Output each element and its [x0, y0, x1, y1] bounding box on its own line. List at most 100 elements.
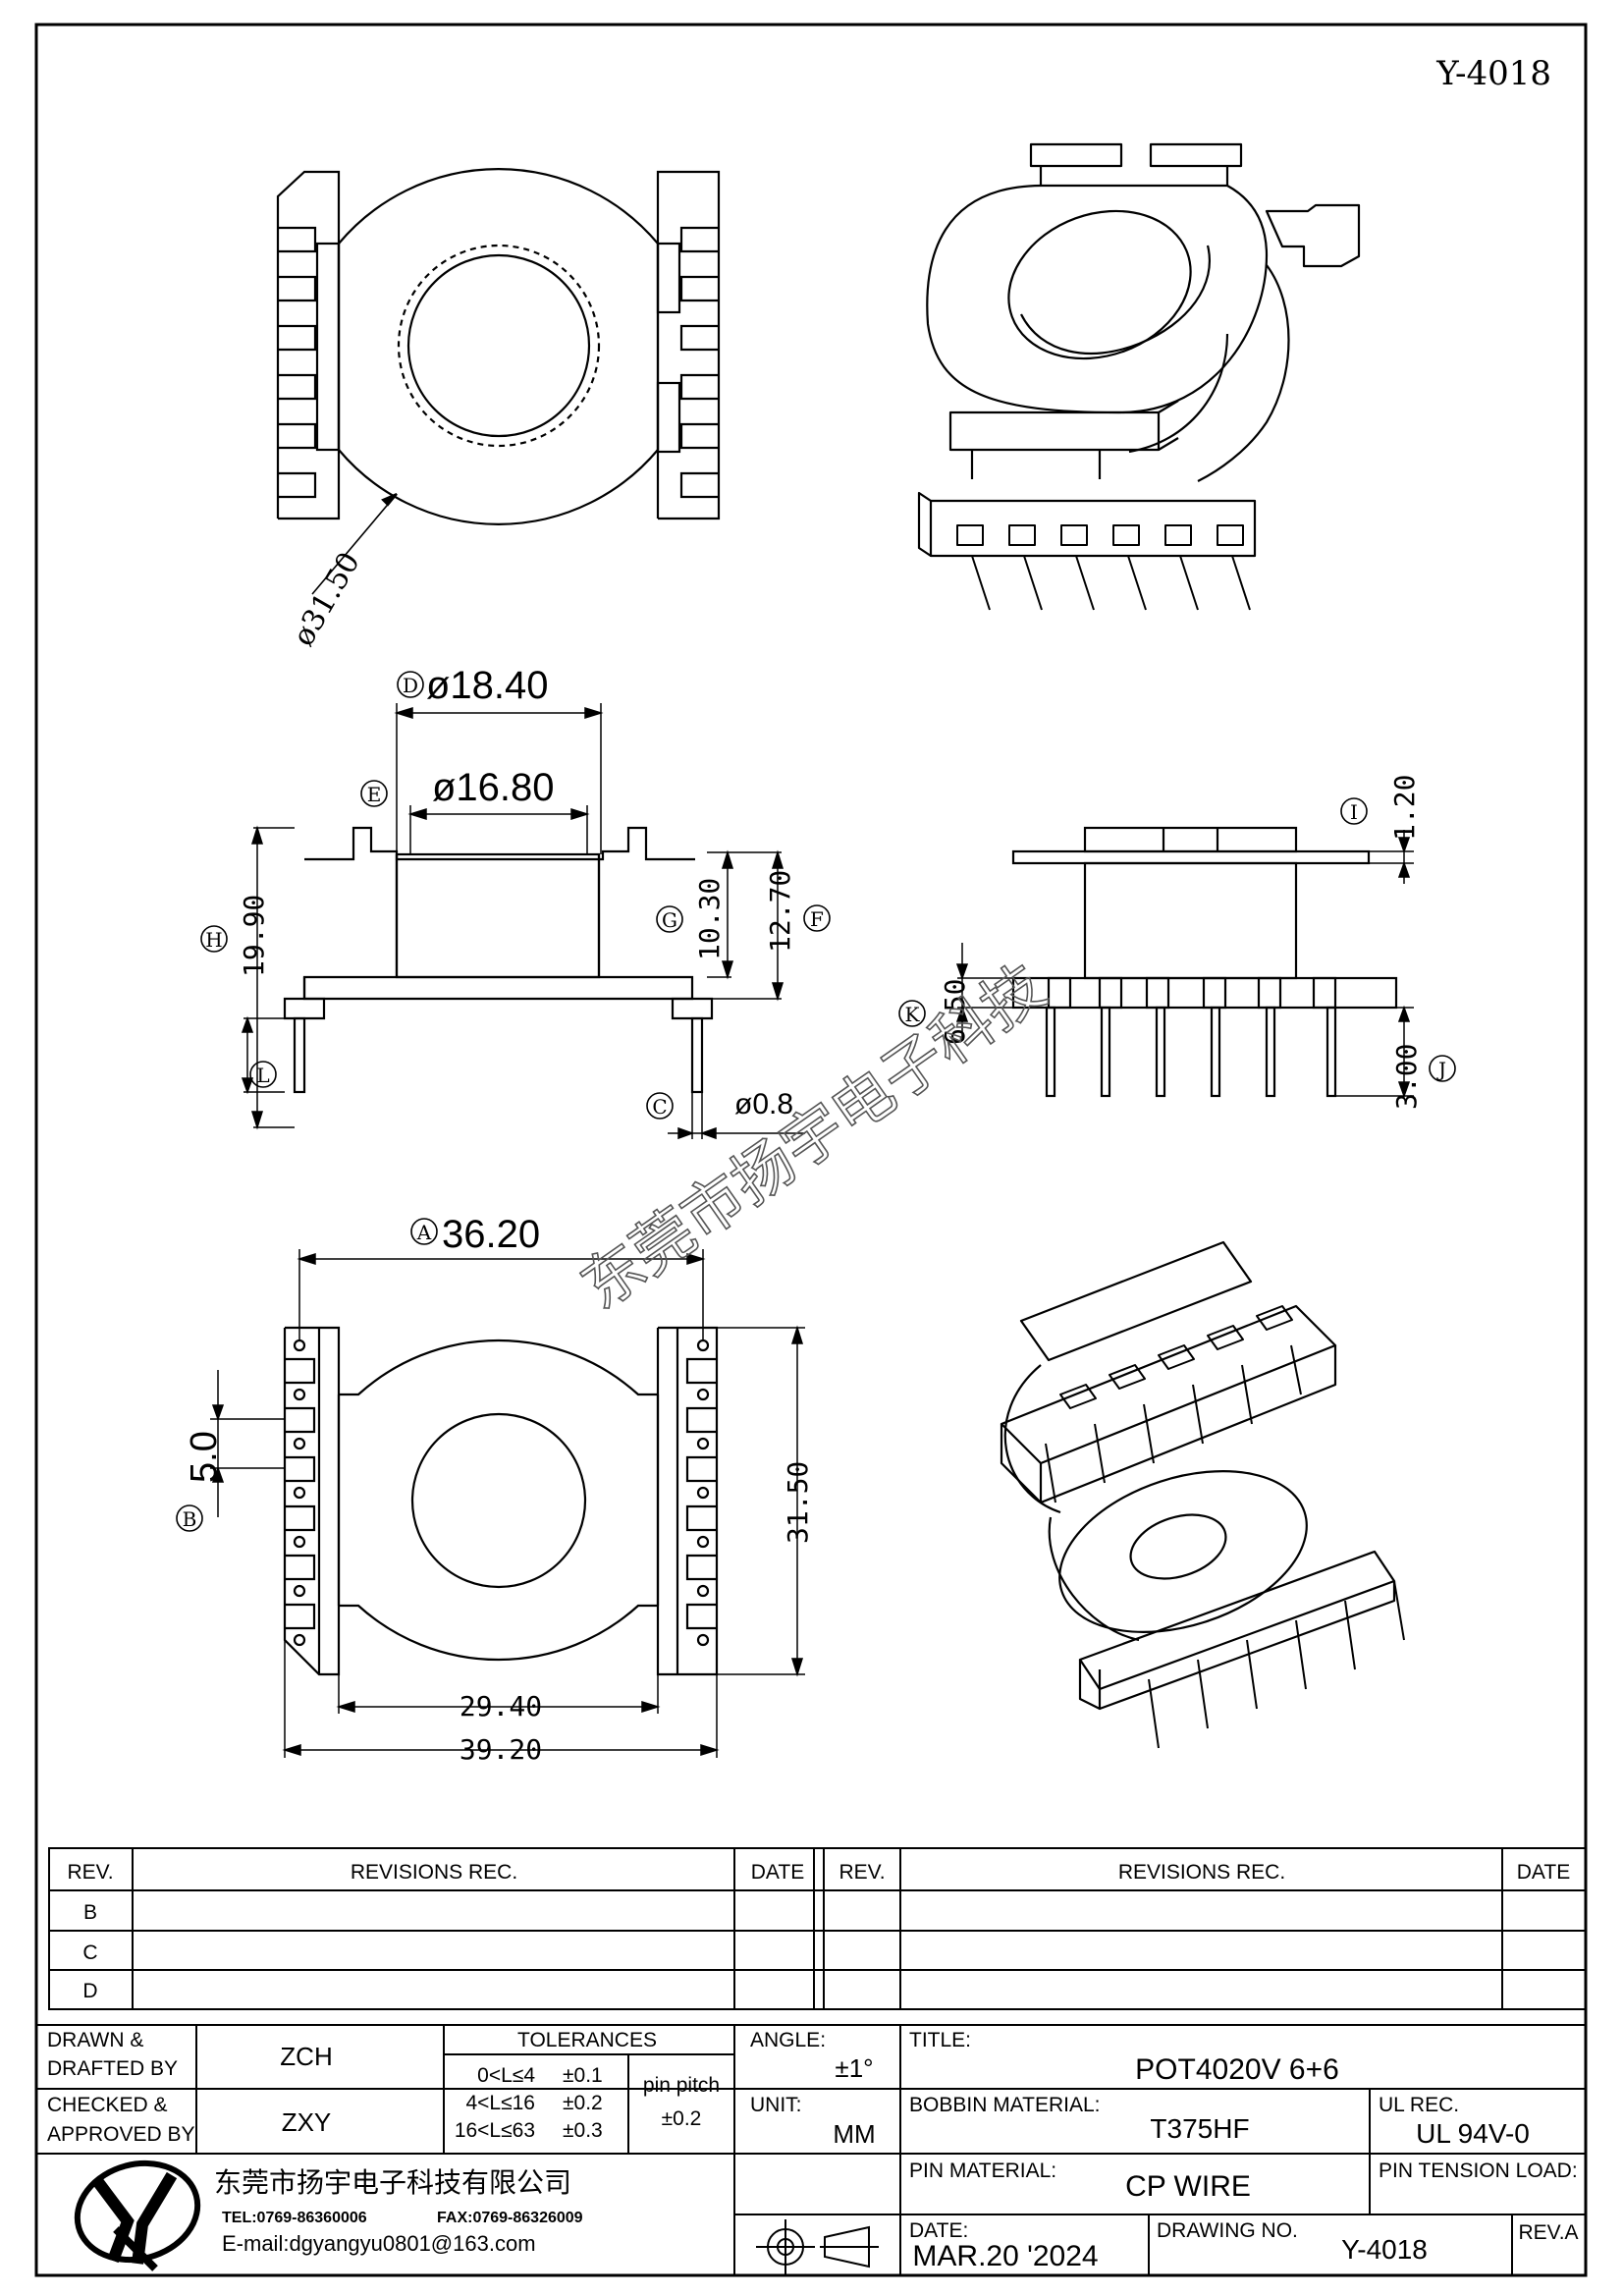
title-block-text: DRAWN & DRAFTED BY ZCH CHECKED & APPROVE…: [47, 2029, 1579, 2272]
dim-k-value: 6.50: [939, 979, 971, 1045]
revisions-table: [48, 1847, 1587, 2010]
drawing-code-top: Y-4018: [1435, 54, 1551, 93]
title-block-grid: [35, 2024, 1587, 2276]
bottom-right-pin-holes: [696, 1339, 710, 1647]
side-view-pins: [1045, 1006, 1337, 1098]
side-view-dimensions: [955, 830, 1414, 1099]
company-name: 东莞市扬宇电子科技有限公司: [214, 2167, 571, 2198]
label-circle-f: [803, 904, 831, 932]
tolerance-1-value: ±0.1: [563, 2064, 603, 2087]
pin-pitch-label: pin pitch: [643, 2074, 720, 2097]
rec-header-left: REVISIONS REC.: [351, 1861, 517, 1884]
drawing-no-label: DRAWING NO.: [1157, 2219, 1298, 2242]
label-j: J: [1436, 1058, 1446, 1081]
rev-header-right: REV.: [839, 1861, 885, 1884]
date-header-right: DATE: [1517, 1861, 1570, 1884]
projection-symbol-icon: [756, 2219, 879, 2274]
tolerance-2-value: ±0.2: [563, 2092, 603, 2114]
company-tel: TEL:0769-86360006: [222, 2210, 367, 2226]
front-view-dimensions: [241, 703, 805, 1140]
label-circle-e: [360, 780, 388, 807]
date-header-left: DATE: [751, 1861, 804, 1884]
company-fax: FAX:0769-86326009: [437, 2210, 583, 2226]
bottom-left-pin-slots: [285, 1357, 316, 1630]
top-view-drawing: [276, 168, 721, 595]
unit-label: UNIT:: [750, 2094, 802, 2116]
label-a: A: [416, 1221, 432, 1244]
bottom-right-pin-slots: [685, 1357, 717, 1630]
tolerances-label: TOLERANCES: [517, 2029, 657, 2051]
dim-side-height-value: 31.50: [782, 1461, 814, 1544]
label-i: I: [1350, 800, 1358, 824]
label-e: E: [367, 783, 382, 806]
dim-inner-width-value: 29.40: [460, 1690, 542, 1722]
bobbin-material-label: BOBBIN MATERIAL:: [909, 2094, 1101, 2116]
company-logo: [74, 2159, 201, 2271]
label-l: L: [256, 1064, 269, 1087]
ul-rec-label: UL REC.: [1379, 2094, 1459, 2116]
dim-c-value: ø0.8: [734, 1088, 793, 1121]
angle-value: ±1°: [835, 2053, 873, 2083]
rev-a-label: REV.A: [1518, 2221, 1578, 2244]
title-value: POT4020V 6+6: [1135, 2053, 1339, 2086]
tolerance-3-value: ±0.3: [563, 2119, 603, 2142]
side-view-drawing: [1011, 826, 1398, 1098]
dim-g-value: 10.30: [693, 878, 726, 960]
drawing-no-value: Y-4018: [1341, 2234, 1428, 2265]
label-d: D: [403, 674, 418, 697]
label-circle-j: [1429, 1055, 1456, 1082]
bobbin-material-value: T375HF: [1150, 2113, 1249, 2144]
bottom-view-drawing: [283, 1326, 719, 1676]
drawn-label-line2: DRAFTED BY: [47, 2057, 178, 2080]
unit-value: MM: [833, 2119, 875, 2149]
label-circle-k: [898, 1000, 926, 1027]
label-circle-c: [646, 1092, 674, 1120]
dim-f-value: 12.70: [764, 870, 796, 953]
tolerance-3-range: 16<L≤63: [455, 2119, 535, 2142]
date-value: MAR.20 '2024: [912, 2240, 1098, 2272]
checked-by-value: ZXY: [282, 2107, 332, 2137]
ul-rec-value: UL 94V-0: [1416, 2118, 1530, 2149]
label-f: F: [810, 907, 824, 931]
label-circle-l: [249, 1061, 277, 1088]
dim-a-value: 36.20: [442, 1213, 540, 1256]
dim-j-value: 3.00: [1390, 1044, 1423, 1110]
company-info: 东莞市扬宇电子科技有限公司 TEL:0769-86360006 FAX:0769…: [214, 2167, 583, 2256]
checked-label-line2: APPROVED BY: [47, 2123, 195, 2146]
left-pin-slots: [278, 226, 317, 499]
label-circle-d: [397, 671, 424, 698]
label-b: B: [183, 1507, 197, 1531]
tolerance-2-range: 4<L≤16: [465, 2092, 535, 2114]
revisions-labels: REV. REVISIONS REC. DATE REV. REVISIONS …: [67, 1861, 1570, 2002]
label-circle-b: [176, 1504, 203, 1532]
drawn-by-value: ZCH: [280, 2042, 332, 2071]
pin-tension-label: PIN TENSION LOAD:: [1379, 2159, 1578, 2182]
dim-h-value: 19.90: [238, 895, 270, 977]
dim-b-value: 5.0: [184, 1431, 225, 1483]
angle-label: ANGLE:: [750, 2029, 826, 2051]
label-circle-a: [410, 1218, 438, 1245]
rev-row-d: D: [82, 1980, 97, 2002]
label-circle-g: [656, 905, 683, 933]
label-circle-h: [200, 925, 228, 953]
bottom-view-labels: A 36.20 5.0 B 31.50 29.40 39.20: [176, 1213, 814, 1766]
dim-d-value: ø18.40: [426, 664, 549, 707]
side-view-labels: I 1.20 K 6.50 3.00 J: [898, 775, 1456, 1110]
drawn-label-line1: DRAWN &: [47, 2029, 143, 2051]
bottom-view-dimensions: [210, 1249, 805, 1758]
bottom-left-pin-holes: [293, 1339, 306, 1647]
label-h: H: [205, 928, 222, 952]
rev-row-b: B: [83, 1901, 97, 1924]
rev-header-left: REV.: [67, 1861, 113, 1884]
front-view-drawing: [283, 826, 714, 1094]
tolerance-1-range: 0<L≤4: [477, 2064, 535, 2087]
isometric-top-drawing: [917, 142, 1361, 611]
label-circle-i: [1340, 797, 1368, 825]
dim-i-value: 1.20: [1388, 775, 1421, 841]
isometric-bottom-upper-pins: [1045, 1344, 1302, 1503]
rec-header-right: REVISIONS REC.: [1118, 1861, 1285, 1884]
date-label: DATE:: [909, 2219, 968, 2242]
pin-pitch-value: ±0.2: [662, 2107, 702, 2130]
dim-e-value: ø16.80: [432, 766, 555, 809]
label-c: C: [652, 1095, 667, 1119]
